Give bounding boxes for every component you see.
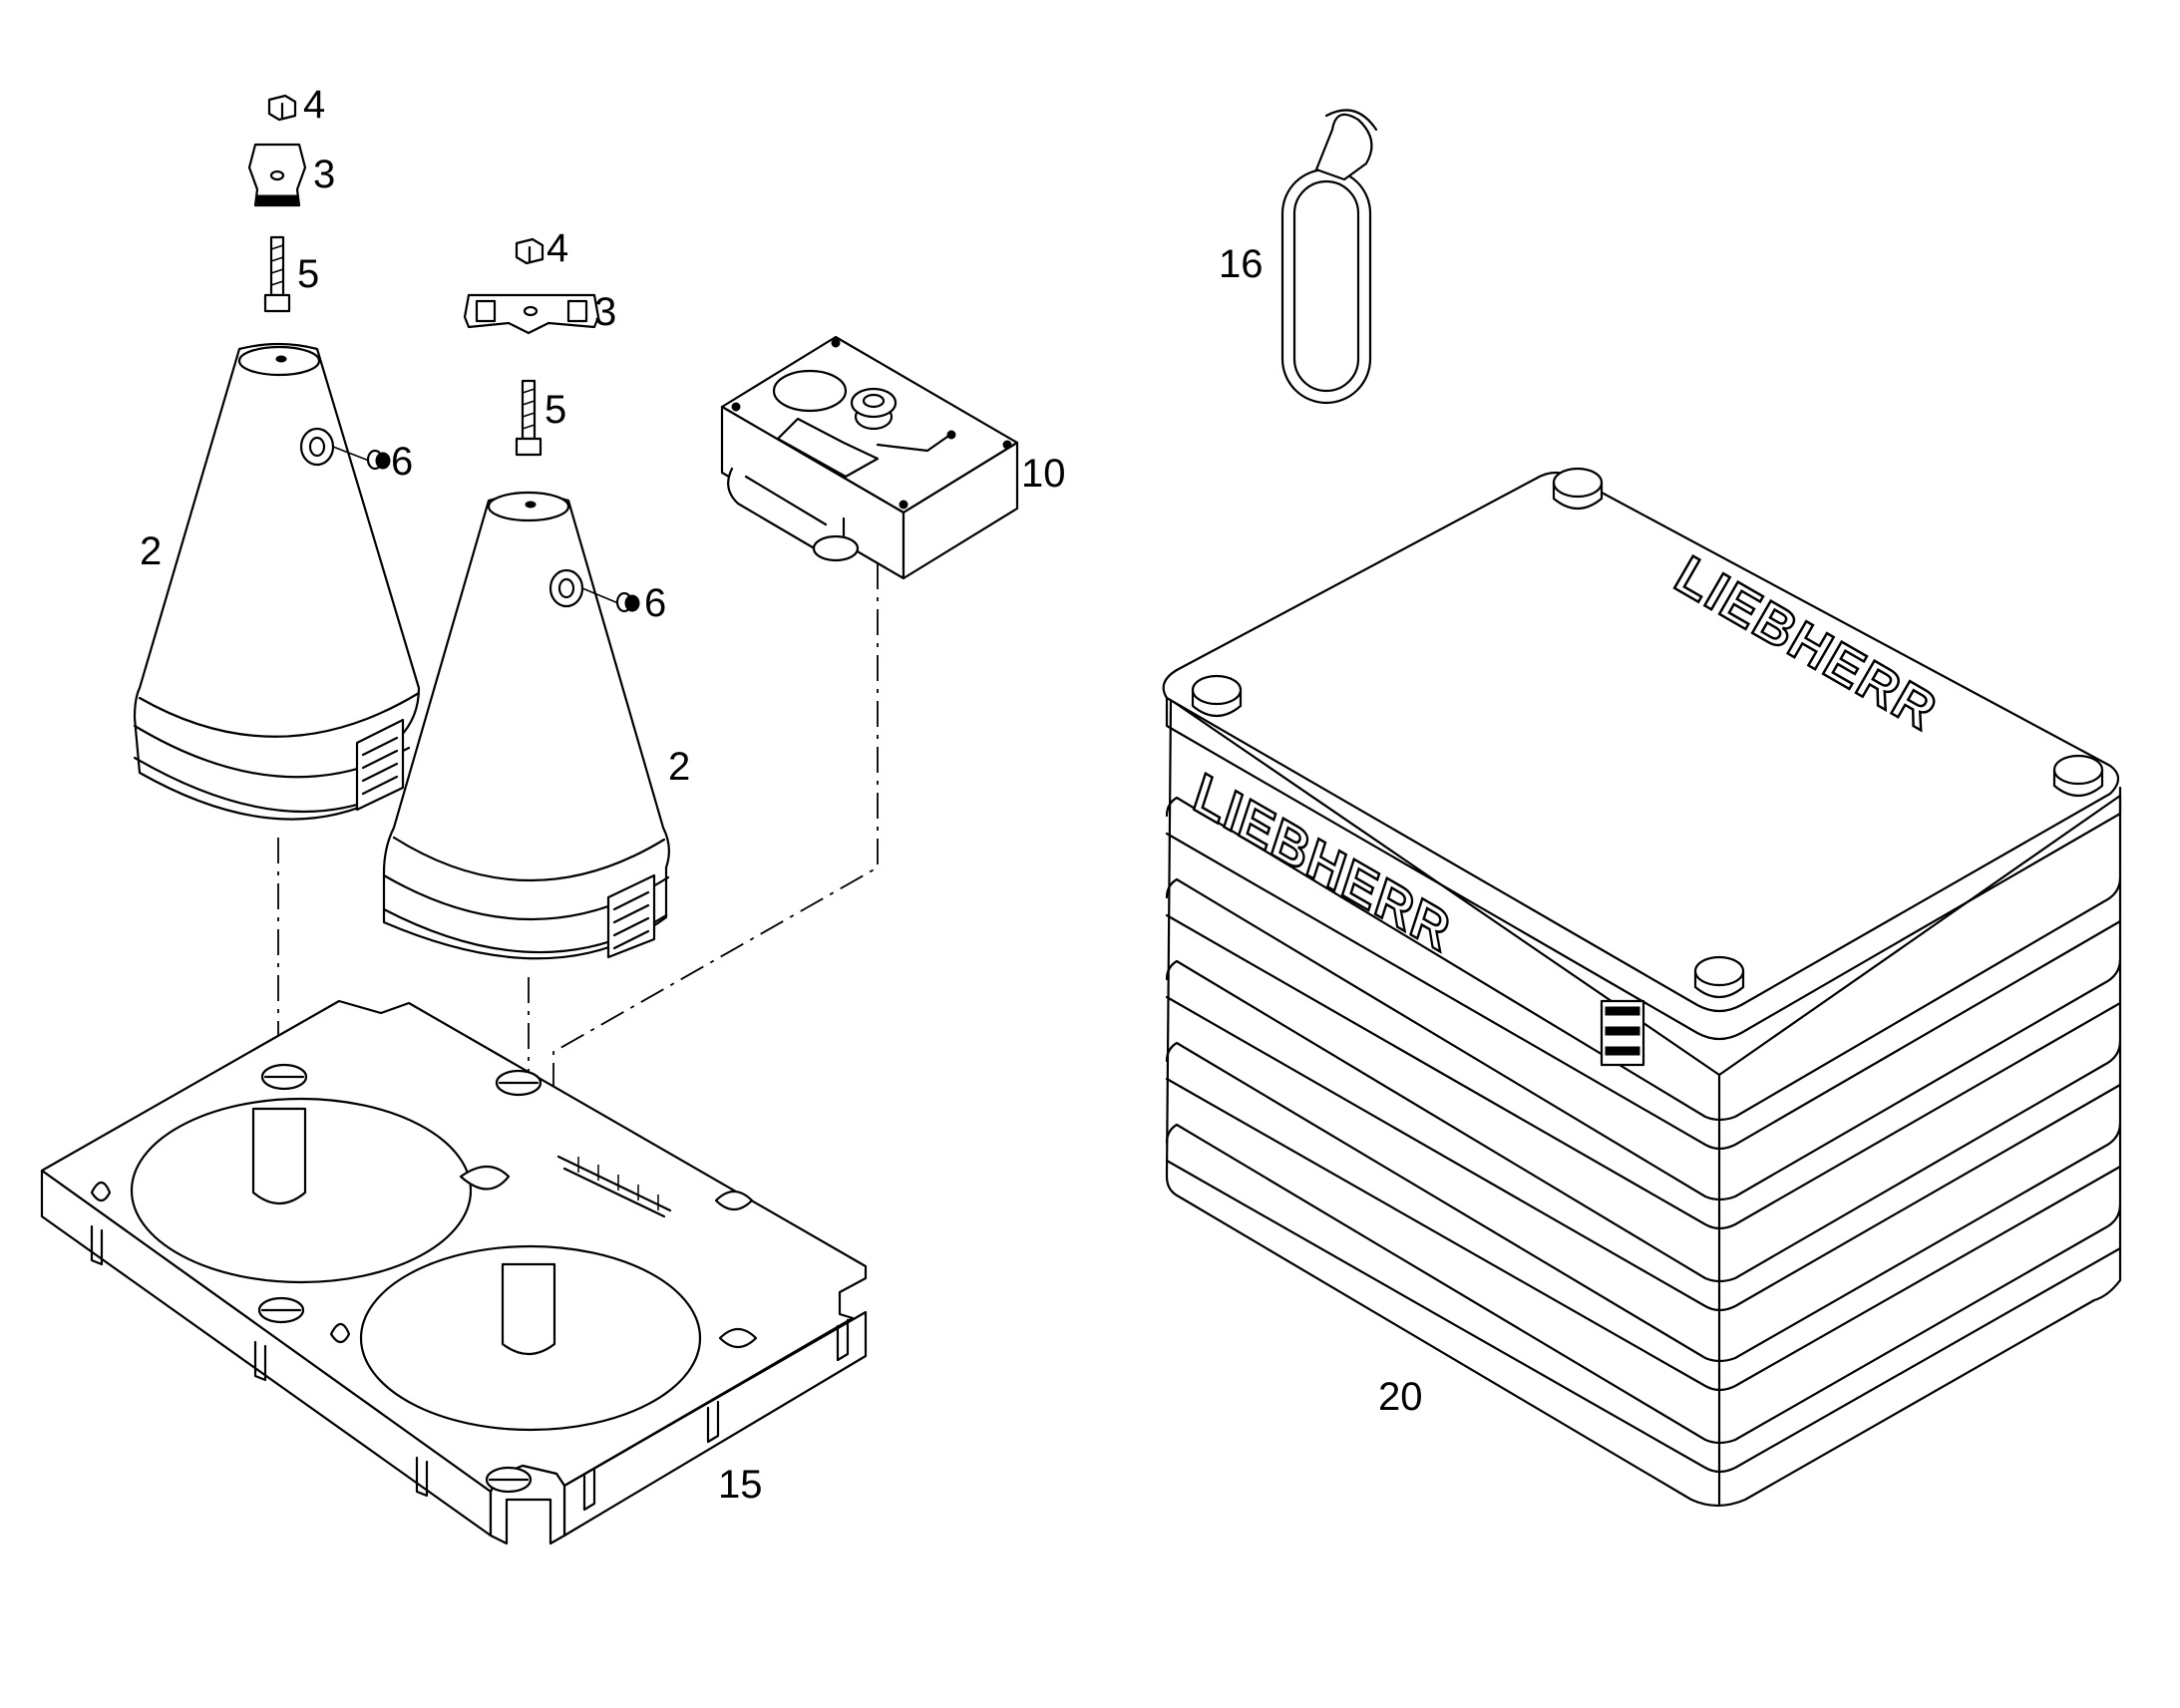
label-screw-a: 6 [391,440,413,484]
label-control-box: 10 [1021,452,1066,496]
clamp-a [247,143,307,207]
nut-b [515,237,545,265]
label-cone-b: 2 [668,745,690,789]
cone-b [382,491,670,960]
tray-label-mark [556,1155,672,1218]
cone-a [133,342,421,821]
label-screw-b: 6 [644,581,666,625]
label-tray: 15 [718,1463,763,1507]
screw-b [615,591,640,613]
label-strap: 16 [1219,242,1264,286]
callout-labels: 4 3 5 6 2 4 3 5 6 2 10 15 16 20 [140,83,1423,1507]
nut-a [267,94,297,122]
label-case: 20 [1378,1375,1423,1419]
clamp-b [463,293,600,335]
bolt-a [263,235,291,313]
label-cone-a: 2 [140,529,162,573]
label-clamp-b: 3 [594,290,616,334]
label-nut-b: 4 [546,226,568,270]
label-bolt-a: 5 [297,252,319,296]
label-nut-a: 4 [303,83,325,127]
control-box [720,335,1019,580]
label-clamp-a: 3 [313,153,335,196]
case-stack [1162,467,2122,1508]
bolt-b [515,379,543,457]
strap [1280,109,1378,405]
screw-a [366,449,391,471]
case-latch [1600,999,1645,1067]
cone-b-grip [606,873,656,959]
label-bolt-b: 5 [545,388,566,432]
case-lid-feet [1191,467,2104,999]
tray [40,999,868,1545]
cone-a-grip [355,718,405,812]
